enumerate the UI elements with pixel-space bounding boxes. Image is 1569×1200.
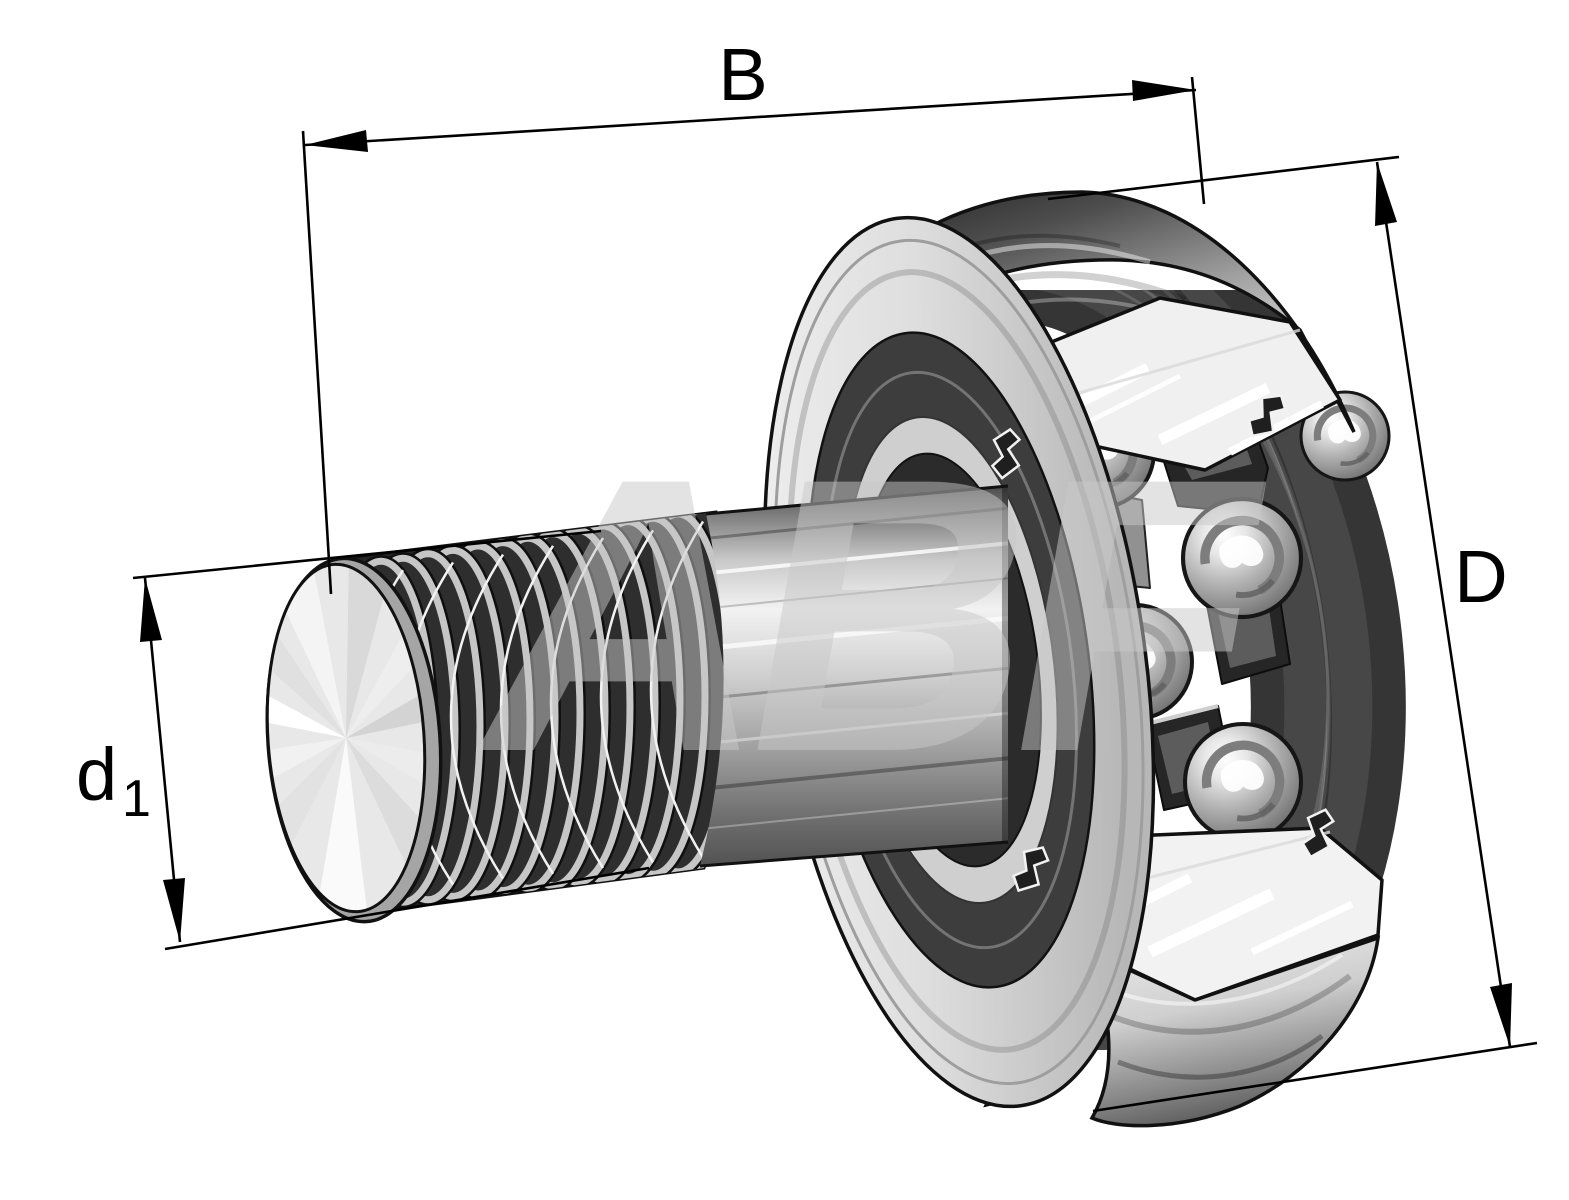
dimension-b-arrow-right bbox=[1132, 80, 1196, 101]
outer-ring-raceway-band bbox=[980, 290, 1406, 1050]
watermark-text: ABF bbox=[453, 398, 1283, 834]
dimension-d-extension-top bbox=[1047, 155, 1400, 201]
dimension-d1-subscript: 1 bbox=[122, 770, 151, 828]
dimension-d-extension-bottom bbox=[1092, 1041, 1538, 1113]
dimension-b-extension-left bbox=[301, 130, 333, 595]
dimension-d1-arrow-top bbox=[140, 578, 162, 642]
dimension-d1-extension-bottom bbox=[164, 866, 650, 951]
dimension-d1-arrow-bottom bbox=[163, 878, 185, 942]
dimension-d bbox=[1047, 155, 1538, 1113]
dimension-b-arrow-left bbox=[305, 130, 368, 152]
dimension-d-label: D bbox=[1454, 535, 1507, 618]
shield-clip-front bbox=[990, 427, 1050, 893]
threaded-stud bbox=[256, 484, 1009, 924]
watermark: ABF bbox=[453, 398, 1283, 834]
dimension-d-arrow-top bbox=[1375, 162, 1397, 226]
dimension-d1 bbox=[132, 529, 650, 951]
shield-clip-right bbox=[1247, 394, 1336, 859]
dimension-b-line bbox=[304, 88, 1197, 147]
dimension-d-line bbox=[1375, 161, 1512, 1048]
dimension-b-extension-right bbox=[1190, 76, 1206, 205]
dimension-annotations bbox=[132, 76, 1538, 1113]
dimension-b bbox=[301, 76, 1206, 595]
dimension-d1-extension-top bbox=[132, 529, 602, 580]
dimension-d-arrow-bottom bbox=[1490, 983, 1512, 1047]
dimension-labels: B D d 1 bbox=[76, 33, 1508, 828]
dimension-b-label: B bbox=[718, 33, 767, 116]
dimension-d1-label: d bbox=[76, 733, 117, 816]
